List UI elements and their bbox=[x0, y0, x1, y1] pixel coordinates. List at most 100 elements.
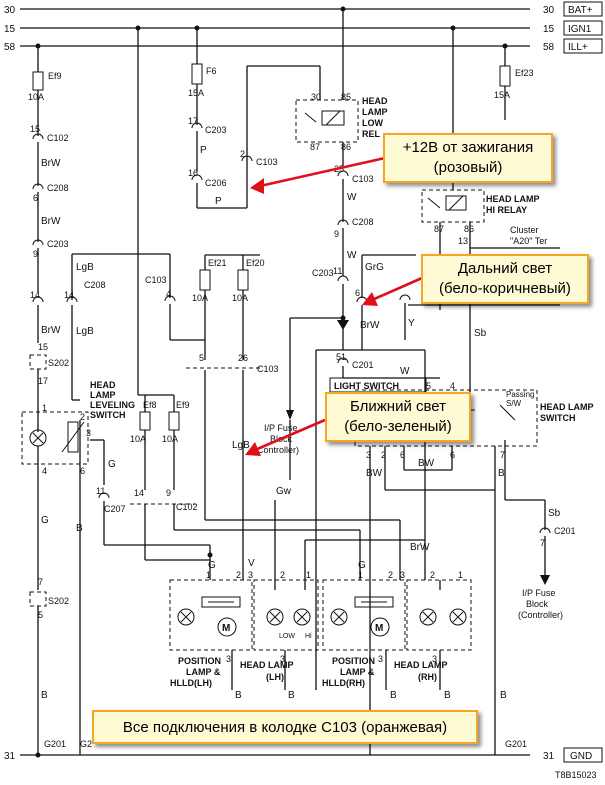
fuse-ef8-name: Ef8 bbox=[143, 400, 157, 410]
wire-grg: GrG bbox=[365, 262, 384, 273]
ground-point-g201-right: G201 bbox=[505, 739, 527, 749]
ipfuse1-line-3: (Controller) bbox=[254, 445, 299, 455]
wire-y-mid: Y bbox=[408, 318, 415, 329]
callout-low-beam: Ближний свет (бело-зеленый) bbox=[325, 392, 471, 442]
lamp-assembly-rh: G 1 2 3 2 1 M POSITION LAMP & HLLD(RH) H… bbox=[322, 490, 507, 755]
fuse-ef9-name: Ef9 bbox=[48, 71, 62, 81]
passing-sw-2: S/W bbox=[506, 399, 522, 408]
rail-15-num-left: 15 bbox=[4, 24, 16, 35]
wire-b-lh-2: B bbox=[288, 690, 295, 701]
pin-2-lh: 2 bbox=[236, 570, 241, 580]
pin-17-a: 17 bbox=[38, 376, 48, 386]
low-relay-label-4: REL bbox=[362, 129, 381, 139]
pin-14-c: 14 bbox=[134, 488, 144, 498]
wire-w-1: W bbox=[347, 192, 357, 203]
hl-switch-label-1: HEAD LAMP bbox=[540, 402, 594, 412]
lamp-assembly-lh: G V 1 2 3 2 1 M LOW Hi POSITION LAMP & H… bbox=[169, 539, 425, 701]
wire-brw-5: BrW bbox=[410, 542, 430, 553]
fuse-ef23-branch: Ef23 15A bbox=[494, 43, 534, 120]
callout-ignition-line-2: (розовый) bbox=[433, 159, 503, 176]
hl-lh-2: (LH) bbox=[266, 672, 284, 682]
pin-2-lev: 2 bbox=[80, 412, 85, 422]
pin-2-c103: 2 bbox=[240, 149, 245, 159]
pin-15-b: 15 bbox=[38, 342, 48, 352]
pin-6-ls: 6 bbox=[400, 450, 405, 460]
left-column: Ef9 10A 15 C102 BrW C208 6 BrW C203 9 14… bbox=[28, 43, 69, 758]
wire-b-lh-1: B bbox=[235, 690, 242, 701]
pin-15-a: 15 bbox=[30, 124, 40, 134]
pin-3-rh-bot: 3 bbox=[378, 654, 383, 664]
rail-15-num-right: 15 bbox=[543, 24, 555, 35]
callout-ignition: +12В от зажигания (розовый) bbox=[383, 133, 553, 183]
low-relay-label-2: LAMP bbox=[362, 107, 388, 117]
cluster-label-2: "A20" Ter bbox=[510, 236, 547, 246]
ipfuse1-line-1: I/P Fuse bbox=[264, 423, 297, 433]
lamp-hi-lh: Hi bbox=[305, 633, 312, 640]
rail-15-label: IGN1 bbox=[568, 24, 592, 35]
pin-7-s202: 7 bbox=[38, 577, 43, 587]
callout-low-beam-line-2: (бело-зеленый) bbox=[344, 418, 452, 435]
low-relay-pin-87: 87 bbox=[310, 142, 320, 152]
wire-b-2: B bbox=[76, 523, 83, 534]
pin-9-a: 9 bbox=[33, 249, 38, 259]
head-lamp-low-relay: 30 85 87 86 HEAD LAMP LOW REL 25 C103 W … bbox=[286, 6, 440, 420]
pin-26: 26 bbox=[238, 353, 248, 363]
wire-sb-1: Sb bbox=[474, 328, 487, 339]
callout-high-beam-line-2: (бело-коричневый) bbox=[439, 280, 571, 297]
position-lamp-rh-bulb bbox=[330, 608, 348, 626]
wire-g-rh: G bbox=[358, 560, 366, 571]
callout-connector-text: Все подключения в колодке С103 (оранжева… bbox=[122, 719, 448, 736]
pin-11-b: 11 bbox=[333, 266, 342, 276]
doc-code: T8B15023 bbox=[555, 770, 597, 780]
wire-b-rh-2: B bbox=[444, 690, 451, 701]
rail-58: 58 58 ILL+ bbox=[4, 42, 588, 53]
passing-sw-1: Passing bbox=[506, 390, 534, 399]
fuse-ef9b-name: Ef9 bbox=[176, 400, 190, 410]
callout-high-beam-line-1: Дальний свет bbox=[457, 260, 553, 277]
ground-label: GND bbox=[570, 751, 592, 762]
rail-15-box bbox=[563, 20, 603, 36]
wire-brw-3: BrW bbox=[41, 325, 61, 336]
conn-c207: C207 bbox=[104, 504, 126, 514]
fuse-ef8-rating: 10A bbox=[130, 434, 146, 444]
light-switch-label: LIGHT SWITCH bbox=[334, 381, 399, 391]
conn-s202-top: S202 bbox=[48, 358, 69, 368]
pin-2-ls: 2 bbox=[381, 450, 386, 460]
low-relay-pin-86: 86 bbox=[341, 142, 351, 152]
head-lamp-lh-hi-bulb bbox=[293, 608, 311, 626]
lamp-low-lh: LOW bbox=[279, 633, 295, 640]
conn-c206: C206 bbox=[205, 178, 227, 188]
conn-c208-a: C208 bbox=[47, 183, 69, 193]
ipfuse2-line-1: I/P Fuse bbox=[522, 588, 555, 598]
pos-rh-2: LAMP & bbox=[340, 667, 375, 677]
fuse-ef21-rating: 10A bbox=[192, 293, 208, 303]
pin-7-c201: 7 bbox=[540, 538, 545, 548]
wire-b-rh-1: B bbox=[390, 690, 397, 701]
conn-s202-bot: S202 bbox=[48, 596, 69, 606]
wire-b-left: B bbox=[41, 690, 48, 701]
head-lamp-rh-hi-bulb bbox=[449, 608, 467, 626]
fuse-ef9-rating: 10A bbox=[28, 92, 44, 102]
ipfuse2-line-2: Block bbox=[526, 599, 549, 609]
wire-p-1: P bbox=[200, 145, 207, 156]
wire-b-right: B bbox=[500, 690, 507, 701]
conn-c208-b: C208 bbox=[84, 280, 106, 290]
pin-6-a: 6 bbox=[33, 193, 38, 203]
head-lamp-lh-low-bulb bbox=[266, 608, 284, 626]
wire-bw-1: BW bbox=[418, 458, 435, 469]
light-switch-block: LIGHT SWITCH 5 4 Passing S/W HEAD LAMP S… bbox=[329, 377, 594, 755]
pin-3-lev: 3 bbox=[86, 428, 91, 438]
hl-switch-label-2: SWITCH bbox=[540, 413, 576, 423]
pin-5-s202: 5 bbox=[38, 610, 43, 620]
fuse-ef21-name: Ef21 bbox=[208, 258, 227, 268]
leveling-label-4: SWITCH bbox=[90, 410, 126, 420]
rail-58-box bbox=[563, 38, 603, 54]
pos-lh-1: POSITION bbox=[178, 656, 221, 666]
fuse-ef20-rating: 10A bbox=[232, 293, 248, 303]
ground-box bbox=[563, 747, 603, 763]
c103-left: C103 4 bbox=[145, 253, 205, 341]
high-beam-wiring: GrG 6 BrW BrW Y bbox=[315, 254, 430, 690]
hi-relay-label-2: HI RELAY bbox=[486, 205, 527, 215]
pin-2-hl-lh: 2 bbox=[280, 570, 285, 580]
fuse-ef23-rating: 15A bbox=[494, 90, 510, 100]
